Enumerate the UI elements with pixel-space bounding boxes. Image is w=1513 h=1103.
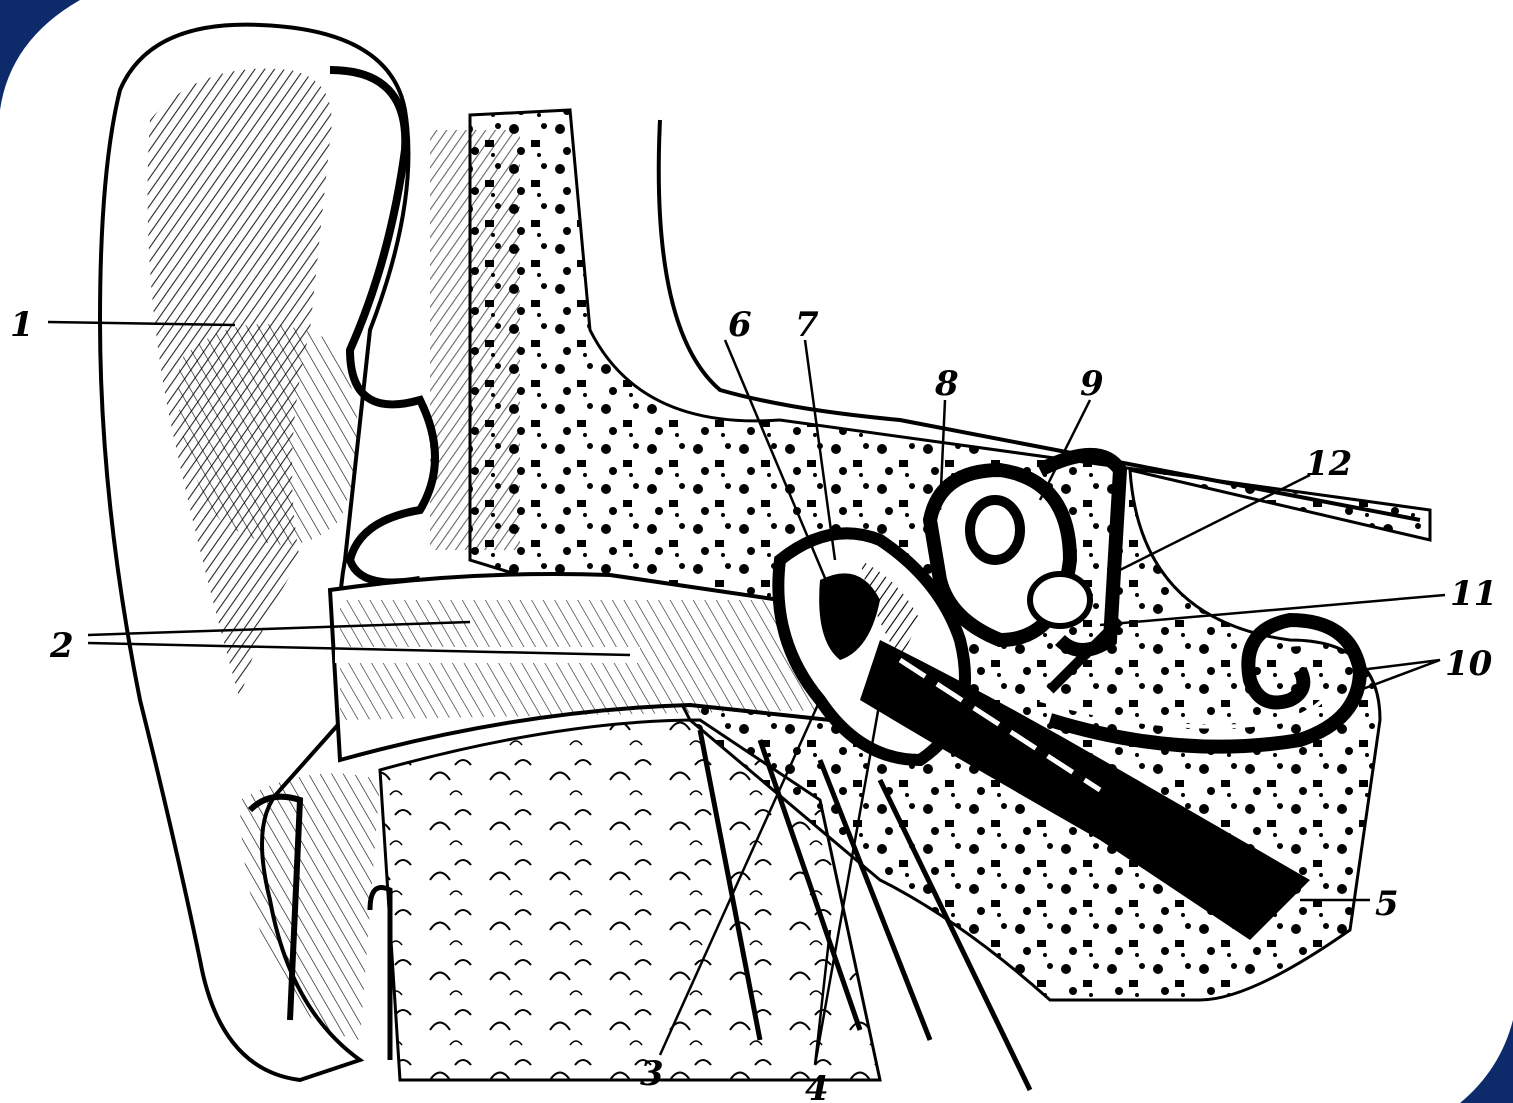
label-1: 1 (10, 305, 34, 345)
label-7: 7 (795, 305, 819, 345)
label-5: 5 (1375, 884, 1399, 924)
label-12: 12 (1305, 444, 1352, 484)
label-9: 9 (1080, 364, 1104, 404)
pinna (100, 25, 435, 1080)
frame-corner-bottom-right (1460, 1020, 1513, 1103)
label-10: 10 (1445, 644, 1493, 684)
label-4: 4 (805, 1069, 829, 1103)
label-2: 2 (49, 626, 74, 666)
label-8: 8 (934, 364, 959, 404)
label-11: 11 (1450, 574, 1497, 614)
label-3: 3 (640, 1054, 664, 1094)
frame-corner-top-left (0, 0, 80, 110)
label-6: 6 (728, 305, 752, 345)
